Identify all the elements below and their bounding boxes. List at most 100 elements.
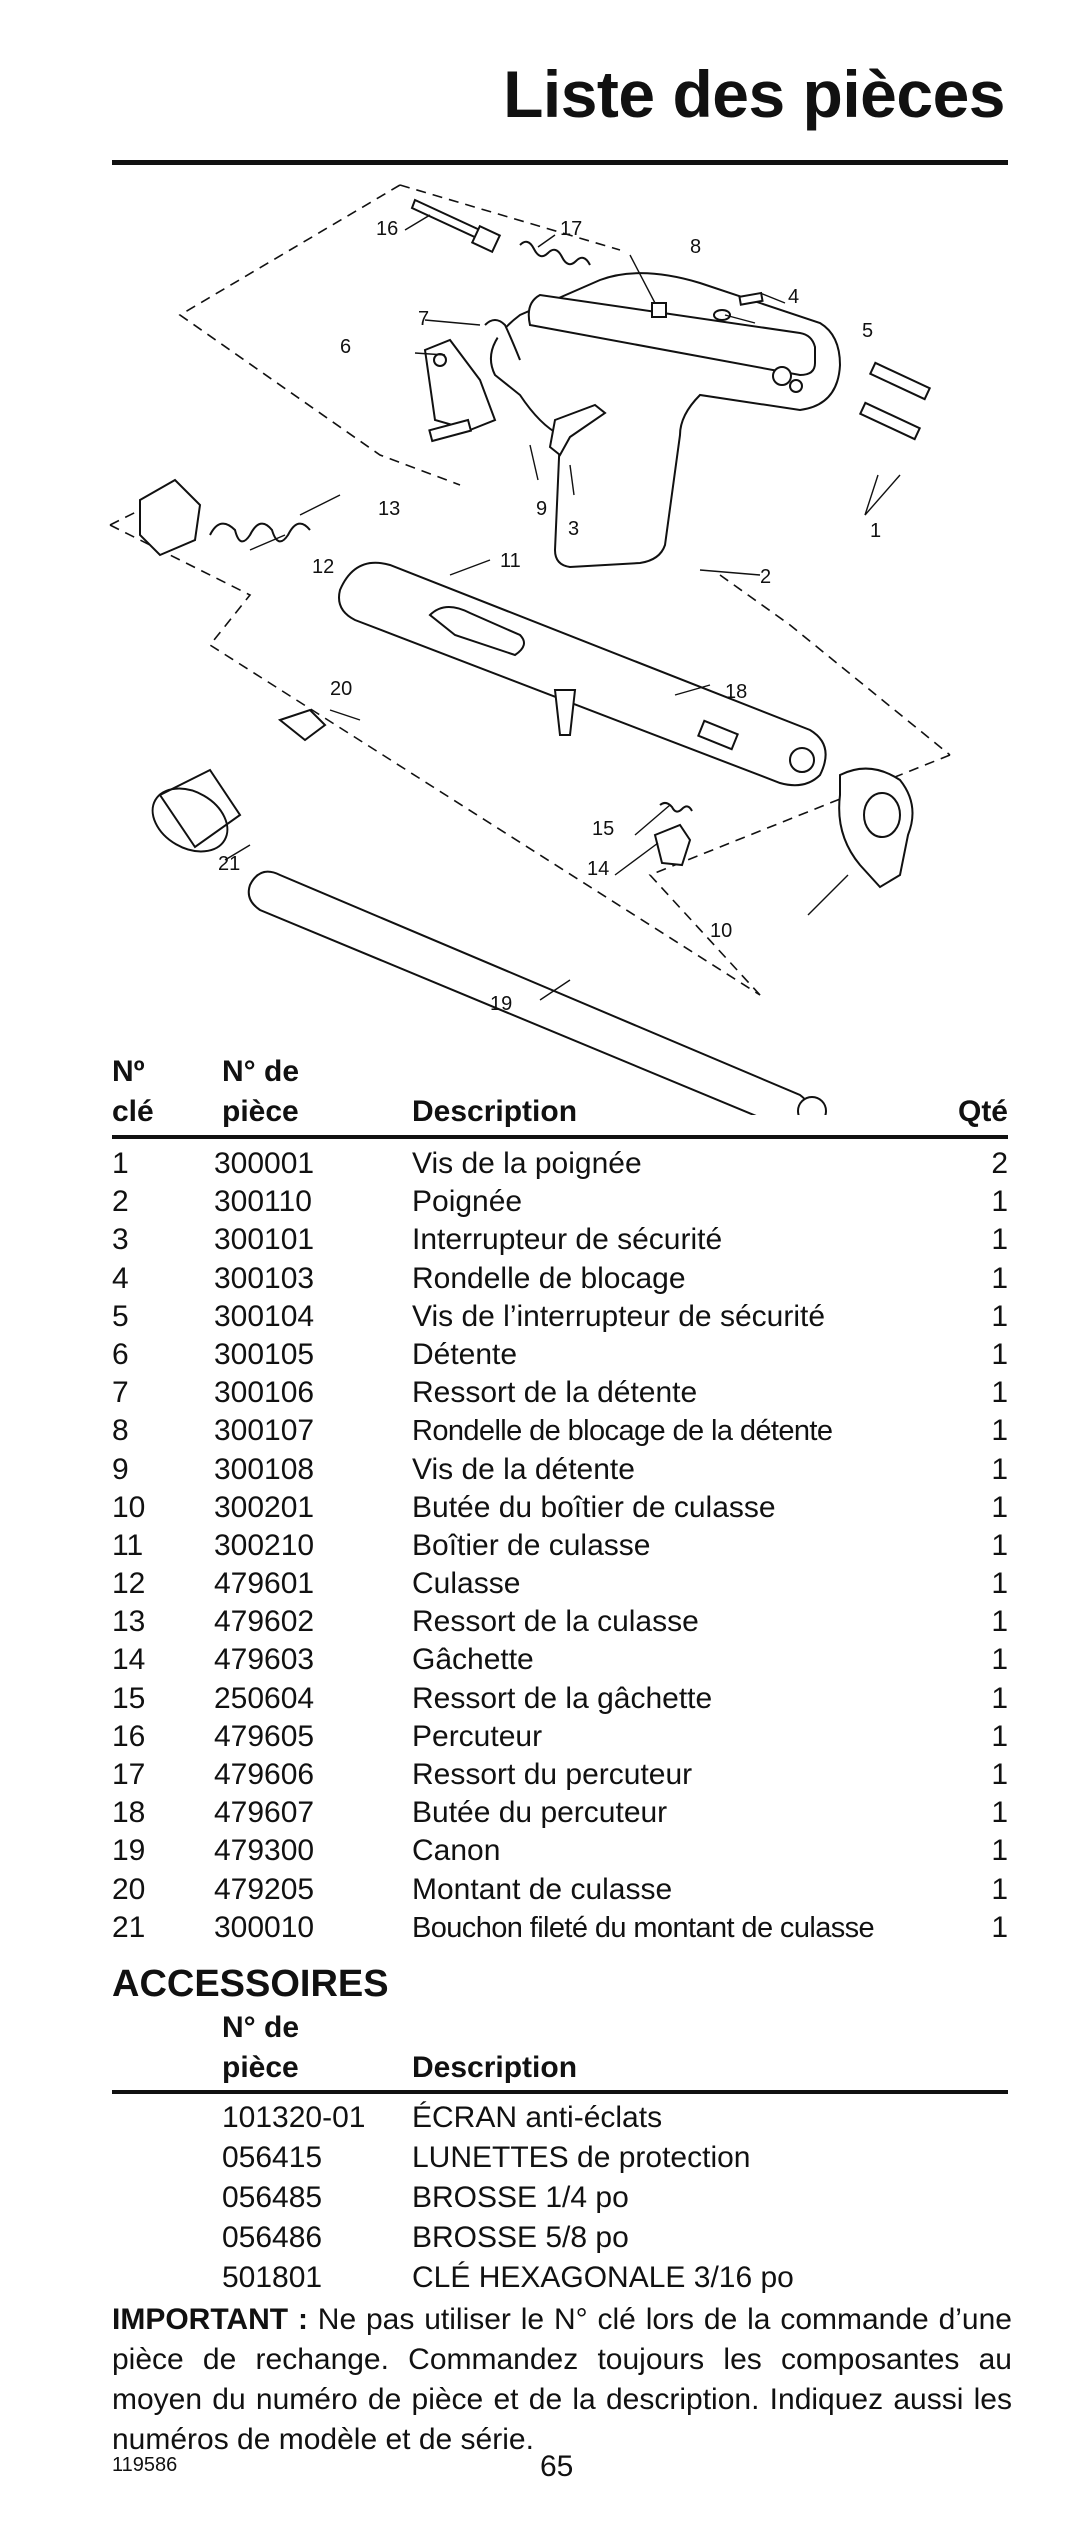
header-num-line2: pièce: [222, 1095, 299, 1128]
callout-18: 18: [725, 681, 747, 703]
part-description: Bouchon fileté du montant de culasse: [412, 1911, 875, 1944]
callout-6: 6: [340, 336, 351, 358]
part-key: 16: [112, 1719, 146, 1753]
accessory-description: ÉCRAN anti-éclats: [412, 2101, 663, 2134]
part-qty: 1: [991, 1910, 1008, 1944]
part-number: 479601: [214, 1567, 315, 1601]
part-number: 479602: [214, 1605, 315, 1639]
part-description: Interrupteur de sécurité: [412, 1223, 723, 1257]
part-qty: 1: [991, 1605, 1008, 1639]
part-key: 17: [112, 1758, 146, 1791]
header-qty: Qté: [957, 1095, 1008, 1128]
accessory-number: 056485: [222, 2181, 323, 2214]
part-qty: 1: [991, 1299, 1008, 1333]
accessory-number: 101320-01: [222, 2101, 366, 2134]
part-qty: 1: [991, 1872, 1008, 1906]
part-number: 300106: [214, 1376, 315, 1410]
part-qty: 1: [991, 1337, 1008, 1371]
part-qty: 2: [991, 1147, 1008, 1180]
part-key: 15: [112, 1681, 146, 1715]
part-qty: 1: [991, 1376, 1008, 1410]
acc-header-num-line1: N° de: [222, 2011, 300, 2044]
part-key: 3: [112, 1223, 129, 1257]
header-description: Description: [412, 1095, 578, 1128]
callout-13: 13: [378, 498, 400, 520]
part-number: 300201: [214, 1490, 315, 1524]
callout-21: 21: [218, 853, 240, 875]
callout-19: 19: [490, 993, 512, 1015]
callout-14: 14: [587, 858, 609, 880]
part-number: 300101: [214, 1223, 315, 1257]
callout-2: 2: [760, 566, 771, 588]
part-description: Gâchette: [412, 1643, 534, 1677]
document-number: 119586: [112, 2454, 178, 2476]
accessory-number: 056486: [222, 2221, 323, 2254]
part-number: 300108: [214, 1452, 315, 1486]
part-key: 11: [112, 1528, 144, 1562]
part-description: Vis de l’interrupteur de sécurité: [412, 1299, 825, 1333]
parts-row: 4 300103 Rondelle de blocage 1: [112, 1260, 1008, 1298]
important-label: IMPORTANT :: [112, 2303, 308, 2336]
part-key: 13: [112, 1605, 146, 1639]
parts-drawing: [139, 198, 932, 1115]
part-qty: 1: [991, 1185, 1008, 1219]
header-num-line1: N° de: [222, 1055, 300, 1088]
part-number: 300210: [214, 1528, 315, 1562]
part-key: 5: [112, 1299, 129, 1333]
part-description: Ressort de la détente: [412, 1376, 698, 1410]
part-number: 250604: [214, 1681, 315, 1715]
page-title: Liste des pièces: [503, 57, 1005, 131]
part-qty: 1: [991, 1796, 1008, 1830]
part-description: Canon: [412, 1834, 501, 1868]
callout-4: 4: [788, 286, 799, 308]
part-qty: 1: [991, 1643, 1008, 1677]
part-key: 6: [112, 1337, 129, 1371]
part-number: 300105: [214, 1337, 315, 1371]
part-key: 19: [112, 1834, 146, 1868]
part-key: 12: [112, 1567, 146, 1601]
part-qty: 1: [991, 1490, 1008, 1524]
part-qty: 1: [991, 1528, 1008, 1562]
acc-header-description: Description: [412, 2051, 578, 2084]
important-notice: IMPORTANT : Ne pas utiliser le N° clé lo…: [112, 2300, 1012, 2460]
part-number: 300010: [214, 1910, 315, 1944]
callout-16: 16: [376, 218, 398, 240]
callout-5: 5: [862, 320, 873, 342]
part-qty: 1: [991, 1414, 1008, 1448]
diagram-svg: 1 2 3 4 5 6 7 8 9 10 11 12 13 14 15 16 1…: [109, 184, 951, 1115]
part-qty: 1: [991, 1758, 1008, 1791]
part-qty: 1: [991, 1567, 1008, 1601]
part-key: 2: [112, 1185, 129, 1219]
part-qty: 1: [991, 1719, 1008, 1753]
part-description: Ressort de la gâchette: [412, 1681, 713, 1715]
diagram-callouts: 1 2 3 4 5 6 7 8 9 10 11 12 13 14 15 16 1…: [218, 218, 881, 1015]
part-description: Culasse: [412, 1567, 521, 1601]
acc-header-num-line2: pièce: [222, 2051, 299, 2084]
accessories-header-rule: [112, 2090, 1008, 2094]
part-description: Ressort de la culasse: [412, 1605, 699, 1639]
part-number: 479205: [214, 1872, 315, 1906]
part-description: Butée du percuteur: [412, 1796, 668, 1830]
part-key: 1: [112, 1147, 129, 1180]
title-rule: [112, 160, 1008, 165]
part-number: 479607: [214, 1796, 315, 1830]
part-key: 4: [112, 1261, 129, 1295]
part-number: 300103: [214, 1261, 315, 1295]
part-number: 479605: [214, 1719, 315, 1753]
accessories-table-header: N° de pièce Description: [112, 2008, 1008, 2090]
part-qty: 1: [991, 1261, 1008, 1295]
part-description: Rondelle de blocage: [412, 1261, 686, 1295]
part-key: 18: [112, 1796, 146, 1830]
